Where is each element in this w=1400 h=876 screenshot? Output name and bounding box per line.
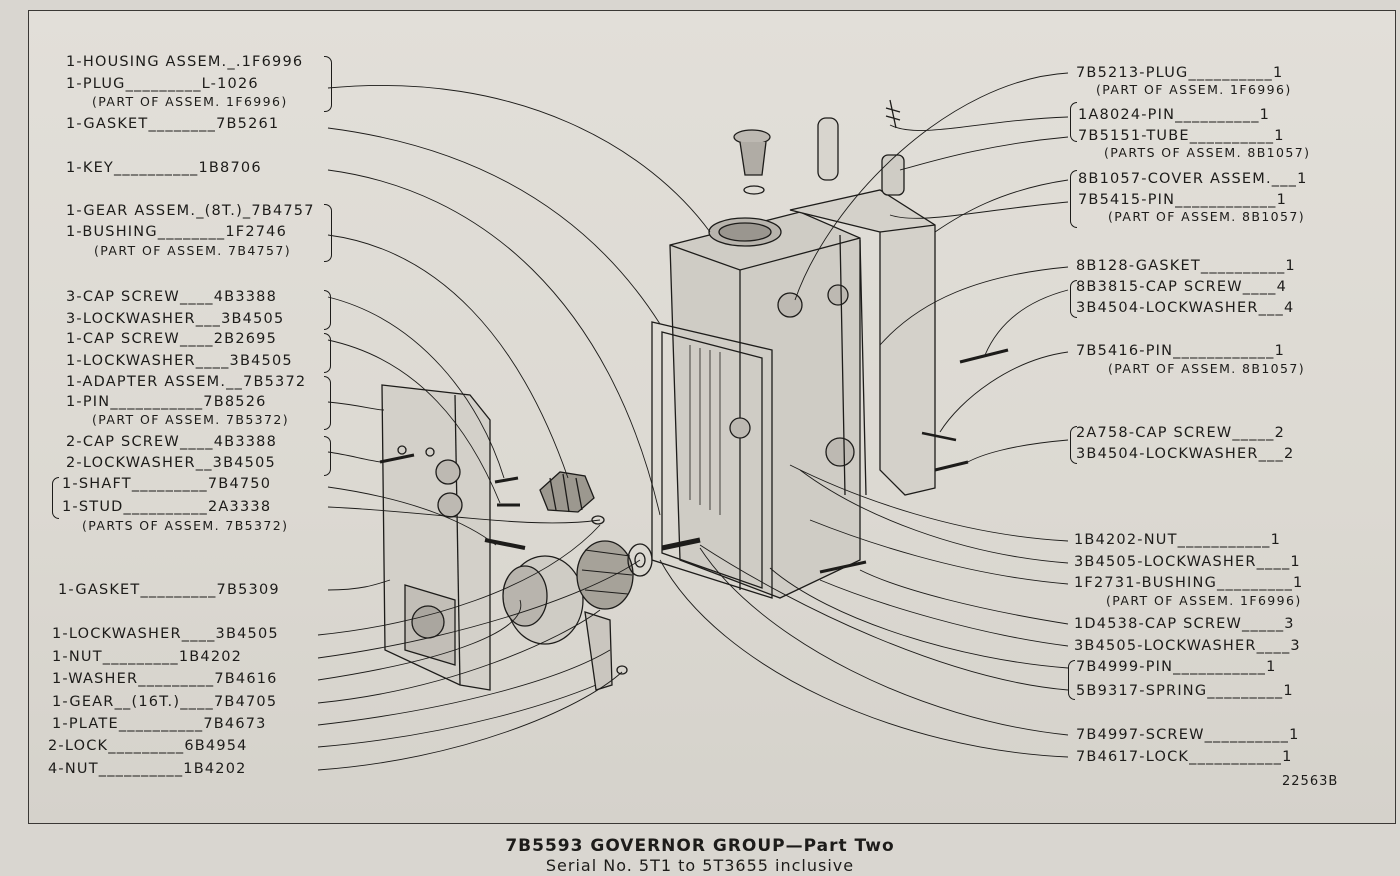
note-part-of-1f6996-b: (PART OF ASSEM. 1F6996) [1106,593,1302,608]
label-adapter-assem: 1-ADAPTER ASSEM.__7B5372 [66,374,307,390]
brace-shaft-stud [52,477,59,519]
note-part-of-8b1057-a: (PART OF ASSEM. 8B1057) [1108,209,1306,224]
label-plug: 1-PLUG_________L-1026 [66,76,259,92]
label-pin-7b8526: 1-PIN___________7B8526 [66,394,267,410]
label-plug-7b5213: 7B5213-PLUG__________1 [1076,65,1284,81]
note-part-of-8b1057-b: (PART OF ASSEM. 8B1057) [1108,361,1306,376]
label-gasket-7b5309: 1-GASKET_________7B5309 [58,582,280,598]
label-cap-screw-8b3815: 8B3815-CAP SCREW____4 [1076,279,1288,295]
label-lockwasher-3b4505-b: 1-LOCKWASHER____3B4505 [66,353,293,369]
note-part-of-7b5372: (PART OF ASSEM. 7B5372) [92,412,290,427]
caption-serial: Serial No. 5T1 to 5T3655 inclusive [545,856,855,875]
label-washer: 1-WASHER_________7B4616 [52,671,278,687]
brace-cap-screw-3 [324,290,331,330]
label-pin-7b4999: 7B4999-PIN___________1 [1076,659,1277,675]
label-lock-7b4617: 7B4617-LOCK___________1 [1076,749,1293,765]
cover-assembly [789,189,936,496]
label-gear-16t: 1-GEAR__(16T.)____7B4705 [52,694,278,710]
gear-16t [576,540,634,610]
label-cap-screw-4b3388: 3-CAP SCREW____4B3388 [66,289,278,305]
washer [627,543,653,577]
brace-gear [324,204,332,262]
label-gear-assem: 1-GEAR ASSEM._(8T.)_7B4757 [66,203,315,219]
brace-housing [324,56,332,112]
brace-pin-spring [1068,660,1075,700]
plug-gear [733,129,771,145]
cap-screw-right-upper [959,348,1009,364]
brace-cap-screw-8b3815 [1070,280,1077,318]
label-lockwasher-3b4504-b: 3B4504-LOCKWASHER___2 [1076,446,1295,462]
label-lockwasher-2: 2-LOCKWASHER__3B4505 [66,455,276,471]
pin-top [881,154,905,196]
cap-screw-right-lower [934,460,969,472]
label-key: 1-KEY__________1B8706 [66,160,262,176]
housing-gasket [651,321,773,599]
caption-title: 7B5593 GOVERNOR GROUP—Part Two [505,836,895,856]
gear-8t [539,471,595,513]
figure-number: 22563B [1282,774,1339,789]
brace-pin-tube [1070,102,1077,142]
label-lockwasher-3b4505: 3-LOCKWASHER___3B4505 [66,311,285,327]
label-gasket-8b128: 8B128-GASKET__________1 [1076,258,1296,274]
brace-cap-screw-2 [324,436,331,476]
label-pin-7b5415: 7B5415-PIN____________1 [1078,192,1287,208]
pin-right [921,431,957,442]
label-cap-screw-2: 2-CAP SCREW____4B3388 [66,434,278,450]
brace-cover [1070,170,1077,228]
label-cap-screw-1d4538: 1D4538-CAP SCREW_____3 [1074,616,1295,632]
label-screw-7b4997: 7B4997-SCREW__________1 [1076,727,1300,743]
label-cap-screw-2b2695: 1-CAP SCREW____2B2695 [66,331,278,347]
label-lock: 2-LOCK_________6B4954 [48,738,248,754]
lock [584,611,613,691]
note-part-of-1f6996-right: (PART OF ASSEM. 1F6996) [1096,82,1292,97]
brace-adapter [324,376,331,430]
note-part-of-7b4757: (PART OF ASSEM. 7B4757) [94,243,292,258]
label-plate: 1-PLATE__________7B4673 [52,716,267,732]
label-pin-1a8024: 1A8024-PIN__________1 [1078,107,1271,123]
label-lockwasher-lower: 1-LOCKWASHER____3B4505 [52,626,279,642]
label-lockwasher-3b4505-r: 3B4505-LOCKWASHER____1 [1074,554,1301,570]
label-lockwasher-3b4504: 3B4504-LOCKWASHER___4 [1076,300,1295,316]
tube [817,117,839,181]
label-pin-7b5416: 7B5416-PIN____________1 [1076,343,1285,359]
label-nut-1b4202: 1B4202-NUT___________1 [1074,532,1281,548]
label-stud: 1-STUD__________2A3338 [62,499,272,515]
label-gasket-7b5261: 1-GASKET________7B5261 [66,116,280,132]
label-cap-screw-2a758: 2A758-CAP SCREW_____2 [1076,425,1286,441]
label-shaft: 1-SHAFT_________7B4750 [62,476,272,492]
note-parts-of-7b5372: (PARTS OF ASSEM. 7B5372) [82,518,289,533]
label-spring: 5B9317-SPRING_________1 [1076,683,1294,699]
label-nut-4: 4-NUT__________1B4202 [48,761,247,777]
label-bushing-1f2731: 1F2731-BUSHING_________1 [1074,575,1304,591]
note-parts-of-8b1057: (PARTS OF ASSEM. 8B1057) [1104,145,1311,160]
note-part-of-1f6996: (PART OF ASSEM. 1F6996) [92,94,288,109]
label-nut-1: 1-NUT_________1B4202 [52,649,243,665]
brace-cap-screw-1 [324,333,331,373]
label-housing-assem: 1-HOUSING ASSEM._.1F6996 [66,54,304,70]
brace-cap-screw-2a758 [1070,426,1077,464]
label-lockwasher-3b4505-3: 3B4505-LOCKWASHER____3 [1074,638,1301,654]
stud [379,453,415,464]
label-bushing: 1-BUSHING________1F2746 [66,224,288,240]
label-cover-assem: 8B1057-COVER ASSEM.___1 [1078,171,1308,187]
label-tube: 7B5151-TUBE__________1 [1078,128,1285,144]
